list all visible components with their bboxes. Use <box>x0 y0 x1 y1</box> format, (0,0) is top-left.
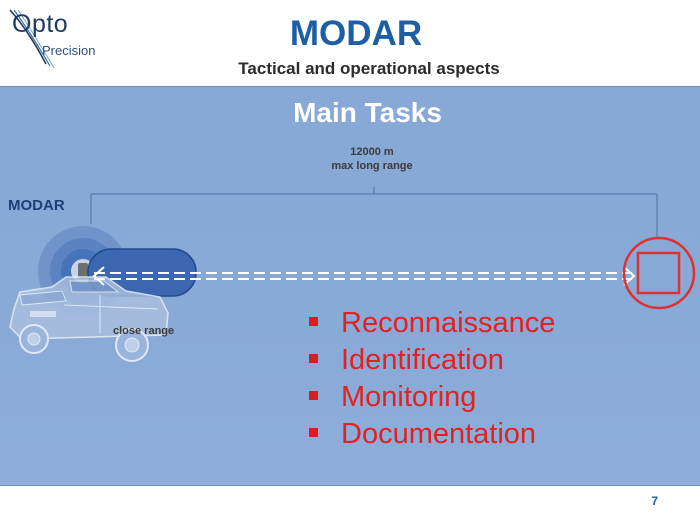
bullet-icon <box>309 316 318 326</box>
close-range-label: close range <box>113 325 175 337</box>
slide-title: MODAR <box>289 14 423 53</box>
task-label: Identification <box>341 344 504 376</box>
range-value: 12000 m <box>350 146 394 158</box>
panel-title: Main Tasks <box>293 97 442 128</box>
range-diagram <box>9 187 696 362</box>
task-label: Documentation <box>341 418 537 450</box>
list-item: Documentation <box>306 416 555 453</box>
list-item: Identification <box>306 342 555 379</box>
range-arrow <box>92 266 636 286</box>
list-item: Reconnaissance <box>306 305 555 342</box>
slide-header: Opto Precision MODAR Tactical and operat… <box>0 0 700 86</box>
task-label: Monitoring <box>341 381 477 413</box>
logo-text-main: Opto <box>12 10 69 38</box>
logo-swoosh-icon <box>9 9 55 69</box>
range-description: max long range <box>331 160 413 172</box>
bullet-icon <box>309 353 318 363</box>
slide-subtitle: Tactical and operational aspects <box>238 59 500 78</box>
logo-text-sub: Precision <box>42 43 96 58</box>
bullet-icon <box>309 427 318 437</box>
page-number: 7 <box>651 494 658 508</box>
range-bracket <box>90 187 658 237</box>
content-panel: Main Tasks <box>0 86 700 486</box>
bullet-icon <box>309 390 318 400</box>
list-item: Monitoring <box>306 379 555 416</box>
task-label: Reconnaissance <box>341 307 556 339</box>
company-logo: Opto Precision <box>6 8 106 70</box>
task-list: Reconnaissance Identification Monitoring… <box>306 305 555 453</box>
police-vehicle-icon <box>9 276 169 362</box>
target-square-icon <box>622 236 696 310</box>
device-label: MODAR <box>8 197 65 214</box>
